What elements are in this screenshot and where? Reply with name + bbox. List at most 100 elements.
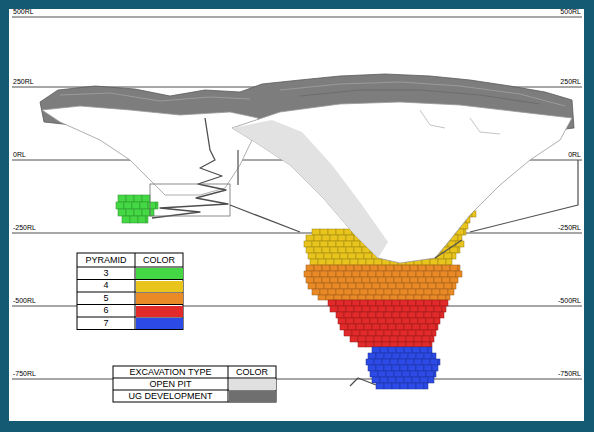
stope-block	[440, 312, 444, 318]
legend-text: 4	[77, 280, 135, 293]
stope-block	[346, 277, 354, 283]
stope-block	[370, 306, 378, 312]
stope-block	[384, 271, 392, 277]
table-header: COLOR	[228, 366, 276, 378]
stope-block	[376, 300, 384, 306]
stope-block	[336, 229, 344, 235]
pit-bench	[420, 110, 445, 128]
stope-block	[130, 216, 138, 223]
stope-block	[320, 271, 328, 277]
stope-block	[408, 312, 416, 318]
stope-block	[424, 383, 428, 389]
stope-block	[346, 318, 354, 324]
stope-block	[432, 289, 440, 295]
stope-block	[356, 324, 364, 330]
stope-block	[344, 289, 352, 295]
stope-block	[364, 324, 372, 330]
stope-block	[416, 353, 424, 359]
stope-block	[376, 289, 384, 295]
stope-block	[392, 289, 400, 295]
stope-block	[132, 202, 140, 209]
stope-block	[380, 283, 388, 289]
stope-block	[424, 289, 432, 295]
stope-block	[430, 295, 438, 300]
level-label: -500RL	[13, 297, 36, 305]
stope-block	[306, 277, 314, 283]
stope-block	[314, 265, 322, 271]
stope-block	[338, 235, 346, 241]
stope-block	[416, 383, 424, 389]
legend-swatch	[136, 293, 183, 304]
stope-block	[350, 336, 358, 342]
stope-block	[368, 353, 376, 359]
stope-block	[370, 371, 378, 377]
stope-block	[352, 300, 360, 306]
stope-block	[414, 295, 422, 300]
stope-block	[408, 300, 416, 306]
stope-block	[408, 365, 416, 371]
stope-block	[394, 277, 402, 283]
stope-block	[374, 359, 382, 365]
stope-block	[312, 229, 320, 235]
stope-block	[360, 300, 368, 306]
stope-block	[340, 253, 348, 259]
stope-block	[354, 277, 362, 283]
ug-drive	[470, 160, 578, 232]
level-label: -750RL	[13, 370, 36, 378]
stope-block	[346, 306, 354, 312]
ug-drive	[237, 150, 238, 185]
stope-block	[444, 253, 452, 259]
stope-block	[366, 259, 374, 265]
stope-block	[360, 289, 368, 295]
table-header: EXCAVATION TYPE	[113, 366, 228, 378]
terrain-contour	[60, 93, 250, 101]
stope-block	[344, 330, 352, 336]
stope-block	[432, 353, 436, 359]
stope-block	[354, 318, 362, 324]
stope-block	[352, 241, 360, 247]
stope-block	[414, 359, 422, 365]
stope-block	[320, 289, 328, 295]
stope-block	[328, 271, 336, 277]
stope-block	[316, 283, 324, 289]
stope-block	[384, 353, 392, 359]
stope-block	[368, 289, 376, 295]
stope-block	[126, 209, 134, 216]
stope-block	[328, 229, 336, 235]
stope-block	[388, 377, 396, 383]
stope-block	[428, 347, 432, 353]
stope-block	[384, 312, 392, 318]
stope-block	[330, 247, 338, 253]
stope-block	[330, 277, 338, 283]
legend-text: 7	[77, 317, 135, 330]
stope-block	[352, 289, 360, 295]
stope-block	[456, 271, 462, 277]
stope-block	[322, 277, 330, 283]
ground	[9, 9, 584, 421]
stope-block	[458, 265, 460, 271]
stope-block	[404, 283, 412, 289]
stope-block	[374, 295, 382, 300]
stope-block	[318, 295, 326, 300]
stope-block	[440, 289, 448, 295]
stope-block	[438, 259, 446, 265]
stope-block	[366, 336, 374, 342]
stope-block	[392, 383, 400, 389]
stope-block	[376, 330, 384, 336]
stope-block	[406, 336, 414, 342]
stope-block	[376, 312, 384, 318]
stope-block	[420, 324, 428, 330]
stope-block	[404, 347, 412, 353]
stope-block	[354, 247, 362, 253]
stope-block	[344, 300, 352, 306]
stope-block	[418, 277, 426, 283]
stope-block	[372, 283, 380, 289]
stope-block	[364, 253, 372, 259]
stope-block	[380, 347, 388, 353]
stope-block	[322, 265, 330, 271]
stope-block	[156, 202, 158, 209]
stope-block	[408, 330, 416, 336]
stope-block	[432, 365, 438, 371]
